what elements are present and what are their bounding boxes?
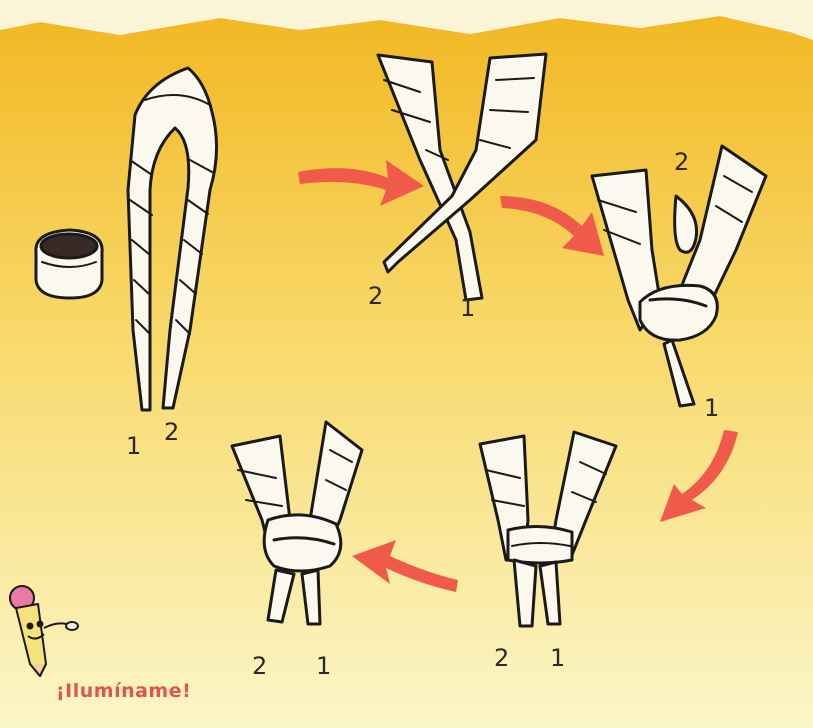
step-4-label-right: 1 xyxy=(550,646,565,670)
step-1-label-right: 2 xyxy=(164,420,179,444)
step-2-label-right: 1 xyxy=(460,296,475,320)
step-2-label-left: 2 xyxy=(368,284,383,308)
step-5-label-right: 1 xyxy=(316,654,331,678)
step-5-label-left: 2 xyxy=(252,654,267,678)
step-4-label-left: 2 xyxy=(494,646,509,670)
step-3-label-top: 2 xyxy=(674,150,689,174)
step-1-label-left: 1 xyxy=(126,434,141,458)
step-3-label-bottom: 1 xyxy=(704,396,719,420)
ring-icon xyxy=(36,230,102,298)
brand-logo-text: ¡Ilumíname! xyxy=(56,680,191,702)
